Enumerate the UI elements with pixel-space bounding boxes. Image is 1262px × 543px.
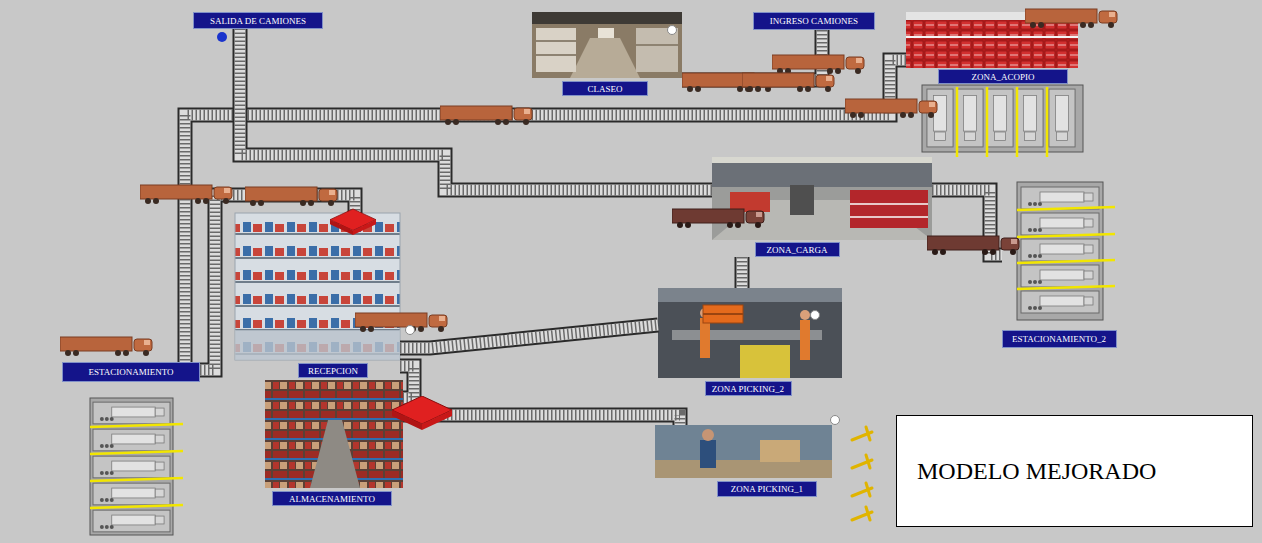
location-label: ESTACIONAMIENTO_2	[1002, 330, 1117, 348]
model-title: MODELO MEJORADO	[917, 458, 1156, 485]
conveyor-rollers	[240, 29, 712, 190]
recepcion-picture	[235, 213, 400, 360]
almacenamiento-picture	[265, 380, 403, 488]
location-label: ZONA_ACOPIO	[938, 69, 1068, 84]
location-area: ZONA_ACOPIO	[906, 12, 1078, 84]
conveyor-rollers	[737, 257, 748, 288]
location-area: CLASEO	[532, 12, 682, 96]
conveyor-rail	[185, 60, 906, 362]
location-area: ZONA PICKING_1	[655, 425, 832, 497]
conveyor-rail	[400, 366, 414, 398]
conveyor-rollers	[400, 366, 414, 398]
parking-block	[1017, 182, 1115, 320]
conveyor	[185, 60, 906, 362]
carga-picture	[712, 157, 932, 240]
conveyor-rail	[735, 257, 750, 288]
location-area: ESTACIONAMIENTO_2	[1002, 182, 1117, 348]
location-label: ESTACIONAMIENTO	[62, 362, 200, 382]
conveyor	[742, 257, 743, 288]
conveyor-rail	[240, 29, 712, 190]
conveyor	[400, 366, 414, 398]
conveyor	[240, 29, 712, 190]
trucks	[60, 9, 1117, 356]
dock-block	[922, 85, 1083, 157]
location-label: ZONA_CARGA	[755, 242, 840, 257]
location-label: ALMACENAMIENTO	[272, 491, 392, 506]
pallets	[330, 209, 743, 430]
location-tag: INGRESO CAMIONES	[753, 12, 875, 30]
claseo-picture	[532, 12, 682, 78]
conveyor-bed	[185, 60, 906, 362]
location-label: SALIDA DE CAMIONES	[204, 16, 312, 26]
picking1-picture	[655, 425, 832, 478]
conveyor-bed	[400, 366, 414, 398]
location-tag: SALIDA DE CAMIONES	[193, 12, 323, 29]
location-area: ALMACENAMIENTO	[265, 380, 403, 506]
location-label: ZONA PICKING_1	[717, 481, 817, 497]
location-area: RECEPCION	[235, 213, 400, 378]
parking-block	[90, 398, 183, 535]
title-box: MODELO MEJORADO	[896, 415, 1253, 527]
location-label: RECEPCION	[298, 363, 368, 378]
location-label: INGRESO CAMIONES	[764, 16, 864, 26]
location-label: CLASEO	[562, 81, 648, 96]
location-area: ZONA_CARGA	[712, 157, 932, 257]
conveyor-bed	[240, 29, 712, 190]
location-area: ZONA PICKING_2	[658, 288, 842, 396]
status-dots	[217, 26, 840, 425]
location-label: ZONA PICKING_2	[705, 381, 792, 396]
conveyor-bed	[737, 257, 748, 288]
location-area: ESTACIONAMIENTO	[62, 362, 200, 537]
forklift-icons	[852, 427, 872, 520]
picking2-picture	[658, 288, 842, 378]
conveyor-rollers	[185, 60, 906, 362]
